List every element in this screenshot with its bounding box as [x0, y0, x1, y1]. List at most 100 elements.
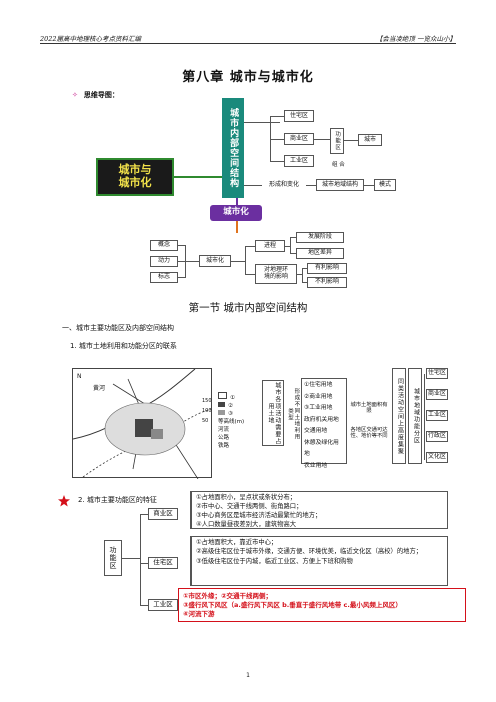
- eff-link: [297, 274, 302, 275]
- eff-h2: [302, 282, 307, 283]
- left-h3: [178, 277, 185, 278]
- left-join: [185, 261, 199, 262]
- center-link: [174, 176, 222, 178]
- legend-2: ②: [218, 402, 244, 410]
- left-h2: [178, 261, 185, 262]
- legend-6-label: 公路: [218, 435, 230, 441]
- zone-industrial: 工业区: [284, 155, 314, 167]
- legend-1-label: ①: [230, 395, 235, 401]
- legend-7: 铁路: [218, 442, 244, 450]
- note-line-2: ③盛行风下风区（a.盛行风下风区 b.垂直于盛行风地带 c.最小风频上风区）: [183, 600, 402, 609]
- zone-tick-2: [270, 139, 284, 140]
- section-title: 第一节 城市内部空间结构: [188, 302, 308, 314]
- diamond-icon: ✧: [72, 91, 78, 99]
- factors-box: 各地区交通可达性、地价等不同: [350, 420, 388, 446]
- land-5: 交通用地: [304, 428, 328, 434]
- right-join: [231, 261, 245, 262]
- right-h1: [245, 246, 255, 247]
- combine-label: 组 合: [332, 162, 345, 168]
- feature-root: 功能区: [104, 540, 122, 576]
- tree-h3: [140, 605, 148, 606]
- out-residential: 住宅区: [426, 368, 448, 379]
- zone-residential: 住宅区: [284, 110, 314, 122]
- heading-3: 2. 城市主要功能区的特征: [78, 496, 157, 504]
- out-vert: [424, 374, 425, 460]
- right-vert: [245, 246, 246, 274]
- legend-3-label: ③: [228, 411, 233, 417]
- landuse-list: ①住宅用地 ②商业用地 ③工业用地 政府机关用地 交通用地 休憩及绿化用地 农业…: [301, 378, 347, 469]
- legend-2-label: ②: [228, 403, 233, 409]
- good-effect-box: 有利影响: [307, 263, 347, 274]
- contour-150: 150: [202, 398, 212, 404]
- north-label: N: [77, 373, 82, 380]
- tree-vert: [140, 514, 141, 606]
- land-6: 休憩及绿化用地: [304, 439, 339, 458]
- urbanization-box: 城市化: [210, 205, 262, 221]
- tree-h2: [140, 563, 148, 564]
- zone-join: [314, 139, 330, 140]
- land-3: ③工业用地: [304, 405, 333, 411]
- residential-label: 住宅区: [148, 557, 178, 569]
- right-h2: [245, 274, 255, 275]
- regional-box: 地区差异: [296, 248, 344, 259]
- map-contour-labels: 150 100 50: [202, 396, 212, 426]
- urbanization-small-box: 城市化: [199, 255, 231, 267]
- form-link: [244, 185, 262, 186]
- contour-100: 100: [202, 408, 212, 414]
- stages-box: 发展阶段: [296, 232, 344, 243]
- left-sign: 标志: [150, 272, 178, 283]
- zone-commercial: 商业区: [284, 133, 314, 145]
- heading-1: 一、城市主要功能区及内部空间结构: [62, 324, 174, 332]
- proc-h2: [290, 253, 296, 254]
- model-box: 模式: [374, 179, 396, 191]
- effect-box: 对地理环 境的影响: [255, 264, 297, 284]
- proc-h1: [290, 237, 296, 238]
- commercial-label: 商业区: [148, 508, 178, 520]
- legend-7-label: 铁路: [218, 443, 230, 449]
- zone-tick-1: [270, 116, 284, 117]
- out-commercial: 商业区: [426, 389, 448, 400]
- map-legend: ① ② ③ 等高线(m) 河流 公路 铁路: [218, 392, 244, 450]
- industrial-label: 工业区: [148, 599, 178, 611]
- proc-link: [285, 246, 290, 247]
- mindmap-label: 思维导图：: [83, 91, 119, 99]
- form-spatial-link: [306, 185, 316, 186]
- zone-tick-3: [270, 161, 284, 162]
- legend-4-label: 等高线(m): [218, 419, 245, 425]
- process-box: 进程: [255, 240, 285, 252]
- city-map: N 黄河: [72, 368, 212, 480]
- price-box: 城市土地面积有限: [350, 398, 388, 418]
- industrial-note: ①市区外缘；②交通干线两侧； ③盛行风下风区（a.盛行风下风区 b.垂直于盛行风…: [178, 588, 466, 622]
- func-city-link: [344, 140, 358, 141]
- eff-h1: [302, 268, 307, 269]
- header-right: 【会当凌绝顶 一览众山小】: [375, 35, 456, 43]
- land-7: 农业用地: [304, 462, 328, 469]
- legend-4: 等高线(m): [218, 418, 244, 426]
- chapter-title: 第八章 城市与城市化: [182, 70, 314, 85]
- urb-down: [236, 221, 238, 233]
- legend-5: 河流: [218, 426, 244, 434]
- legend-5-label: 河流: [218, 427, 230, 433]
- heading-2: 1. 城市土地利用和功能分区的联系: [70, 342, 177, 350]
- legend-1: ①: [218, 392, 244, 402]
- cluster-box: 同类活动空间上高度集聚: [392, 368, 406, 464]
- commercial-text: ①占地面积小，呈点状或条状分布； ②市中心、交通干线两侧、街角路口； ③中心商务…: [190, 491, 448, 529]
- legend-3: ③: [218, 410, 244, 418]
- header-rule: [40, 43, 456, 44]
- proc-vert: [290, 237, 291, 253]
- note-line-3: ④河流下游: [183, 609, 215, 618]
- types-box: 形成不同土地利用类型: [286, 386, 300, 442]
- mindmap-heading: ✧ 思维导图：: [72, 90, 119, 100]
- left-driver: 动力: [150, 256, 178, 267]
- function-area-box: 功能区: [330, 128, 344, 154]
- left-concept: 概念: [150, 240, 178, 251]
- note-line-1: ①市区外缘；②交通干线两侧；: [183, 592, 273, 600]
- residential-text: ①占地面积大，靠近市中心； ②高级住宅区位于城市外缘，交通方便、环境优美，临近文…: [190, 536, 448, 586]
- out-culture: 文化区: [426, 452, 448, 463]
- contour-50: 50: [202, 418, 209, 424]
- tree-h1: [140, 514, 148, 515]
- city-box: 城市: [358, 134, 382, 146]
- form-change-box: 形成和变化: [262, 179, 306, 191]
- page-header: 2022届高中地理核心考点资料汇编 【会当凌绝顶 一览众山小】: [40, 30, 456, 44]
- river-label: 黄河: [93, 385, 106, 392]
